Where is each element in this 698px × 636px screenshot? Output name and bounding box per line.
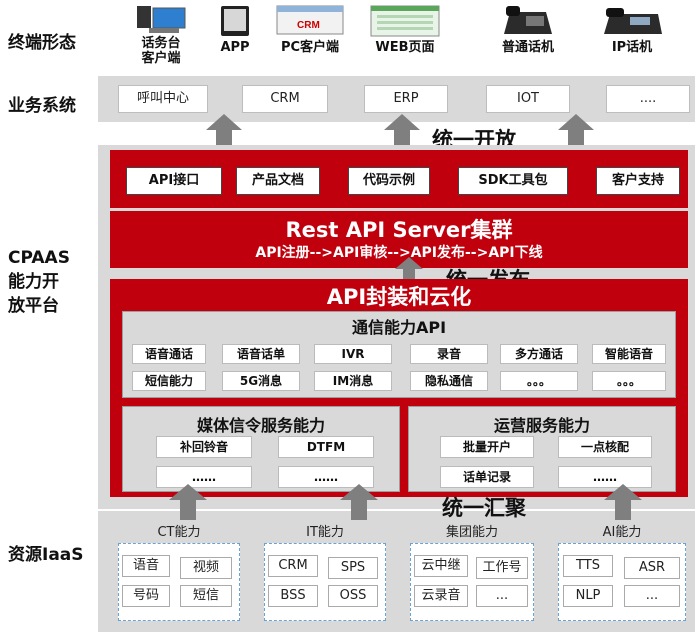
resource-item: NLP — [563, 585, 613, 607]
comm-api-item: 5G消息 — [222, 371, 300, 391]
web-page-icon — [370, 5, 440, 37]
media-item: …… — [278, 466, 374, 488]
business-system-call-center: 呼叫中心 — [118, 85, 208, 113]
operations-item: …… — [558, 466, 652, 488]
device-label-line1: 话务台 — [141, 36, 181, 51]
device-app: APP — [213, 4, 257, 55]
media-item: 补回铃音 — [156, 436, 252, 458]
open-api-item: 产品文档 — [236, 167, 320, 195]
resource-group-title: 集团能力 — [445, 525, 498, 540]
open-api-item: SDK工具包 — [458, 167, 568, 195]
svg-text:CRM: CRM — [297, 20, 320, 31]
resource-item: 语音 — [122, 555, 170, 577]
iaas-layer-label: 资源IaaS — [8, 545, 84, 565]
device-label-line2: 客户端 — [141, 51, 181, 66]
cpaas-label-line-1: CPAAS — [8, 248, 70, 268]
business-layer-label: 业务系统 — [8, 96, 76, 116]
device-label: 普通话机 — [501, 40, 554, 55]
resource-item: SPS — [328, 557, 378, 579]
comm-api-item: 语音通话 — [132, 344, 206, 364]
open-api-item: API接口 — [126, 167, 222, 195]
device-operator-console: 话务台 客户端 — [124, 4, 198, 66]
operations-item: 一点核配 — [558, 436, 652, 458]
device-desk-phone: 普通话机 — [486, 4, 570, 55]
device-label: IP话机 — [611, 40, 653, 55]
resource-item: 云中继 — [414, 555, 468, 577]
resource-item: 短信 — [180, 585, 232, 607]
resource-item: 云录音 — [414, 585, 468, 607]
operations-item: 批量开户 — [440, 436, 534, 458]
ip-phone-icon — [604, 8, 662, 34]
device-ip-phone: IP话机 — [590, 4, 674, 55]
resource-item: 工作号 — [476, 557, 528, 579]
device-label: PC客户端 — [280, 40, 340, 55]
media-item: …… — [156, 466, 252, 488]
operations-service-title: 运营服务能力 — [493, 416, 590, 435]
comm-api-panel — [122, 311, 676, 398]
resource-item: 视频 — [180, 557, 232, 579]
resource-item: 号码 — [122, 585, 170, 607]
resource-item: CRM — [268, 555, 318, 577]
device-pc-client: CRM PC客户端 — [268, 4, 352, 55]
resource-item: TTS — [563, 555, 613, 577]
cpaas-layer-label: CPAAS 能力开 放平台 — [8, 246, 70, 318]
comm-api-item: 录音 — [410, 344, 488, 364]
comm-api-item: 多方通话 — [500, 344, 578, 364]
resource-item: BSS — [268, 585, 318, 607]
up-arrow-icon — [340, 484, 378, 520]
open-api-item: 代码示例 — [348, 167, 430, 195]
media-signaling-title: 媒体信令服务能力 — [196, 416, 325, 435]
comm-api-item: 语音话单 — [222, 344, 300, 364]
comm-api-item: 。。。 — [592, 371, 666, 391]
resource-item: ... — [476, 585, 528, 607]
business-system-erp: ERP — [364, 85, 448, 113]
resource-group-title: CT能力 — [157, 525, 201, 540]
up-arrow-icon — [604, 484, 642, 520]
device-web-page: WEB页面 — [360, 4, 450, 55]
operator-console-icon — [137, 6, 186, 33]
resource-group-title: AI能力 — [602, 525, 642, 540]
rest-api-server-subtitle: API注册-->API审核-->API发布-->API下线 — [255, 245, 543, 261]
resource-item: OSS — [328, 585, 378, 607]
rest-api-server-panel — [110, 211, 688, 268]
unified-aggregate-label: 统一汇聚 — [442, 496, 526, 520]
api-cloud-title: API封装和云化 — [326, 285, 472, 309]
business-system-crm: CRM — [242, 85, 328, 113]
desk-phone-icon — [504, 6, 552, 34]
comm-api-item: IM消息 — [314, 371, 392, 391]
up-arrow-icon — [395, 257, 423, 283]
media-item: DTFM — [278, 436, 374, 458]
comm-api-item: 隐私通信 — [410, 371, 488, 391]
rest-api-server-title: Rest API Server集群 — [285, 218, 513, 242]
operations-item: 话单记录 — [440, 466, 534, 488]
business-system-iot: IOT — [486, 85, 570, 113]
terminal-layer-label: 终端形态 — [8, 33, 76, 53]
resource-group-title: IT能力 — [306, 525, 344, 540]
business-system-more: .... — [606, 85, 690, 113]
comm-api-item: 短信能力 — [132, 371, 206, 391]
resource-item: ... — [624, 585, 680, 607]
cpaas-label-line-3: 放平台 — [8, 296, 59, 316]
up-arrow-icon — [558, 114, 594, 150]
pc-client-icon: CRM — [276, 5, 344, 35]
up-arrow-icon — [384, 114, 420, 150]
resource-item: ASR — [624, 557, 680, 579]
comm-api-title: 通信能力API — [351, 318, 447, 337]
comm-api-item: 智能语音 — [592, 344, 666, 364]
open-api-item: 客户支持 — [596, 167, 680, 195]
up-arrow-icon — [169, 484, 207, 520]
comm-api-item: 。。。 — [500, 371, 578, 391]
device-label: WEB页面 — [375, 40, 435, 55]
resource-group-ai — [558, 543, 686, 621]
cpaas-label-line-2: 能力开 — [8, 272, 59, 292]
tablet-app-icon — [221, 6, 249, 36]
comm-api-item: IVR — [314, 344, 392, 364]
device-label: APP — [220, 40, 250, 55]
up-arrow-icon — [206, 114, 242, 150]
